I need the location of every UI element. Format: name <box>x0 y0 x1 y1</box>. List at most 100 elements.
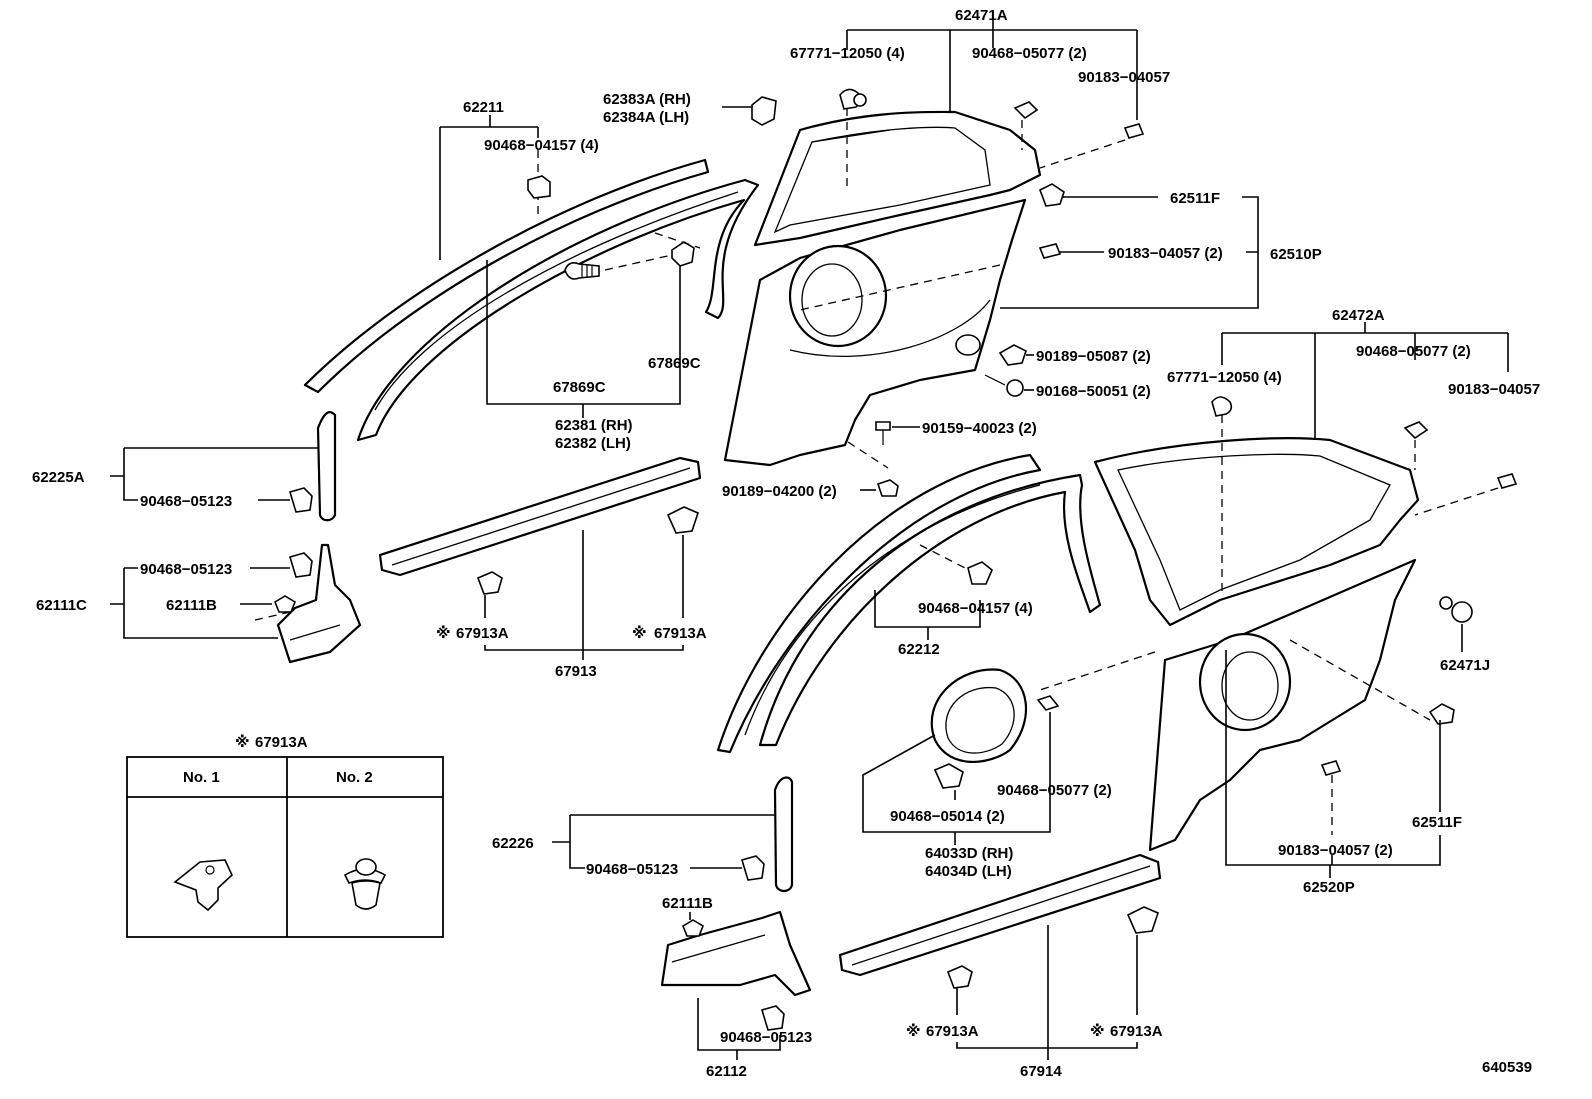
pillar-trim-62226 <box>773 776 794 893</box>
clip-67771-12050-b-icon <box>1211 396 1233 417</box>
clip-62511F-upper-icon <box>1038 183 1065 207</box>
label-62112: 62112 <box>706 1063 747 1080</box>
clip-62471J-icon <box>1439 596 1473 623</box>
kick-panel-62112 <box>660 910 812 997</box>
clip-90468-05123-c-icon <box>741 855 765 881</box>
label-90468-04157-a: 90468−04157 (4) <box>484 137 599 154</box>
label-62225A: 62225A <box>32 469 85 486</box>
label-90468-04157-b: 90468−04157 (4) <box>918 600 1033 617</box>
label-67869C-a: 67869C <box>553 379 606 396</box>
label-67771-12050-a: 67771−12050 (4) <box>790 45 905 62</box>
scuff-plate-67914 <box>838 853 1162 977</box>
label-67913A-a: 67913A <box>456 625 509 642</box>
label-62212: 62212 <box>898 641 940 658</box>
label-67914: 67914 <box>1020 1063 1062 1080</box>
label-67913A-note: 67913A <box>255 734 308 751</box>
label-62383A: 62383A (RH) <box>603 91 691 108</box>
clip-no2-icon <box>343 858 387 910</box>
label-90468-05077-b: 90468−05077 (2) <box>1356 343 1471 360</box>
quarter-trim-panel-62510P <box>723 198 1027 467</box>
label-90189-05087: 90189−05087 (2) <box>1036 348 1151 365</box>
clip-90189-05087-icon <box>998 344 1027 366</box>
asterisk-mark-d: ※ <box>1090 1022 1105 1040</box>
label-62471J: 62471J <box>1440 657 1490 674</box>
label-90468-05123-b: 90468−05123 <box>140 561 232 578</box>
clip-62111B-b-icon <box>682 919 704 937</box>
inset-col-no2: No. 2 <box>336 769 373 786</box>
clip-90468-05077-c-icon <box>1036 695 1060 711</box>
label-90183-04057-c: 90183−04057 <box>1448 381 1540 398</box>
label-90168-50051: 90168−50051 (2) <box>1036 383 1151 400</box>
label-90468-05123-c: 90468−05123 <box>586 861 678 878</box>
screw-90168-50051-icon <box>984 374 1024 397</box>
clip-90189-04200-icon <box>876 479 899 497</box>
drawing-number: 640539 <box>1482 1059 1532 1076</box>
label-62472A: 62472A <box>1332 307 1385 324</box>
label-90468-05014: 90468−05014 (2) <box>890 808 1005 825</box>
asterisk-mark-note: ※ <box>235 733 250 751</box>
pillar-trim-62225A <box>316 411 337 522</box>
clip-62111B-a-icon <box>274 595 296 613</box>
clip-90468-05077-icon <box>1013 101 1039 120</box>
clip-67913A-d-icon <box>1126 906 1159 934</box>
label-90468-05123-d: 90468−05123 <box>720 1029 812 1046</box>
label-90183-04057-d: 90183−04057 (2) <box>1278 842 1393 859</box>
quarter-window-garnish-62472A <box>1093 437 1420 627</box>
pillar-garnish-62212 <box>716 453 1102 754</box>
clip-90468-05077-b-icon <box>1403 421 1429 440</box>
asterisk-mark-b: ※ <box>632 624 647 642</box>
clip-67771-12050-icon <box>839 88 867 110</box>
label-64033D: 64033D (RH) <box>925 845 1013 862</box>
label-67913: 67913 <box>555 663 597 680</box>
clip-90468-05123-a-icon <box>289 487 313 513</box>
kick-panel-62111C <box>276 543 362 664</box>
label-67913A-d: 67913A <box>1110 1023 1163 1040</box>
label-62510P: 62510P <box>1270 246 1322 263</box>
label-62111B-a: 62111B <box>166 597 217 614</box>
clip-67913A-b-icon <box>666 506 699 534</box>
screw-90159-40023-icon <box>875 421 891 445</box>
label-62111B-b: 62111B <box>662 895 713 912</box>
clip-90183-04057-2-icon <box>1038 243 1062 259</box>
clip-90468-05123-b-icon <box>289 552 313 578</box>
clip-90183-04057-c-icon <box>1496 473 1518 489</box>
label-62511F-a: 62511F <box>1170 190 1220 207</box>
label-90468-05123-a: 90468−05123 <box>140 493 232 510</box>
asterisk-mark-a: ※ <box>436 624 451 642</box>
quarter-window-garnish-62471A <box>753 110 1042 247</box>
label-62381: 62381 (RH) <box>555 417 633 434</box>
screw-67869C-icon <box>564 262 600 280</box>
clip-90468-04157-icon <box>527 175 551 199</box>
label-62111C: 62111C <box>36 597 87 614</box>
label-67771-12050-b: 67771−12050 (4) <box>1167 369 1282 386</box>
clip-62511F-lower-icon <box>1428 703 1455 725</box>
label-90468-05077-c: 90468−05077 (2) <box>997 782 1112 799</box>
clip-67913A-c-icon <box>946 965 973 989</box>
label-67869C-b: 67869C <box>648 355 701 372</box>
clip-90183-04057-d-icon <box>1320 760 1342 776</box>
label-90159-40023: 90159−40023 (2) <box>922 420 1037 437</box>
asterisk-mark-c: ※ <box>906 1022 921 1040</box>
label-62471A: 62471A <box>955 7 1008 24</box>
inset-col-no1: No. 1 <box>183 769 220 786</box>
clip-no1-icon <box>173 859 233 912</box>
inset-table-67913A <box>126 756 444 938</box>
label-62211: 62211 <box>463 99 504 116</box>
pillar-garnish-62211 <box>303 158 760 442</box>
clip-90468-05123-d-icon <box>761 1005 785 1031</box>
scuff-plate-67913 <box>378 456 702 577</box>
label-90468-05077-a: 90468−05077 (2) <box>972 45 1087 62</box>
quarter-trim-panel-62520P <box>1148 558 1417 852</box>
clip-62383A-icon <box>751 96 777 126</box>
label-90183-04057-a: 90183−04057 <box>1078 69 1170 86</box>
label-62226: 62226 <box>492 835 534 852</box>
label-62382: 62382 (LH) <box>555 435 631 452</box>
clip-90468-04157-b-icon <box>967 561 993 585</box>
clip-90468-05014-icon <box>933 763 964 789</box>
label-90183-04057-b: 90183−04057 (2) <box>1108 245 1223 262</box>
clip-67869C-upper-icon <box>671 241 695 267</box>
label-62384A: 62384A (LH) <box>603 109 689 126</box>
label-62520P: 62520P <box>1303 879 1355 896</box>
label-64034D: 64034D (LH) <box>925 863 1012 880</box>
label-67913A-b: 67913A <box>654 625 707 642</box>
